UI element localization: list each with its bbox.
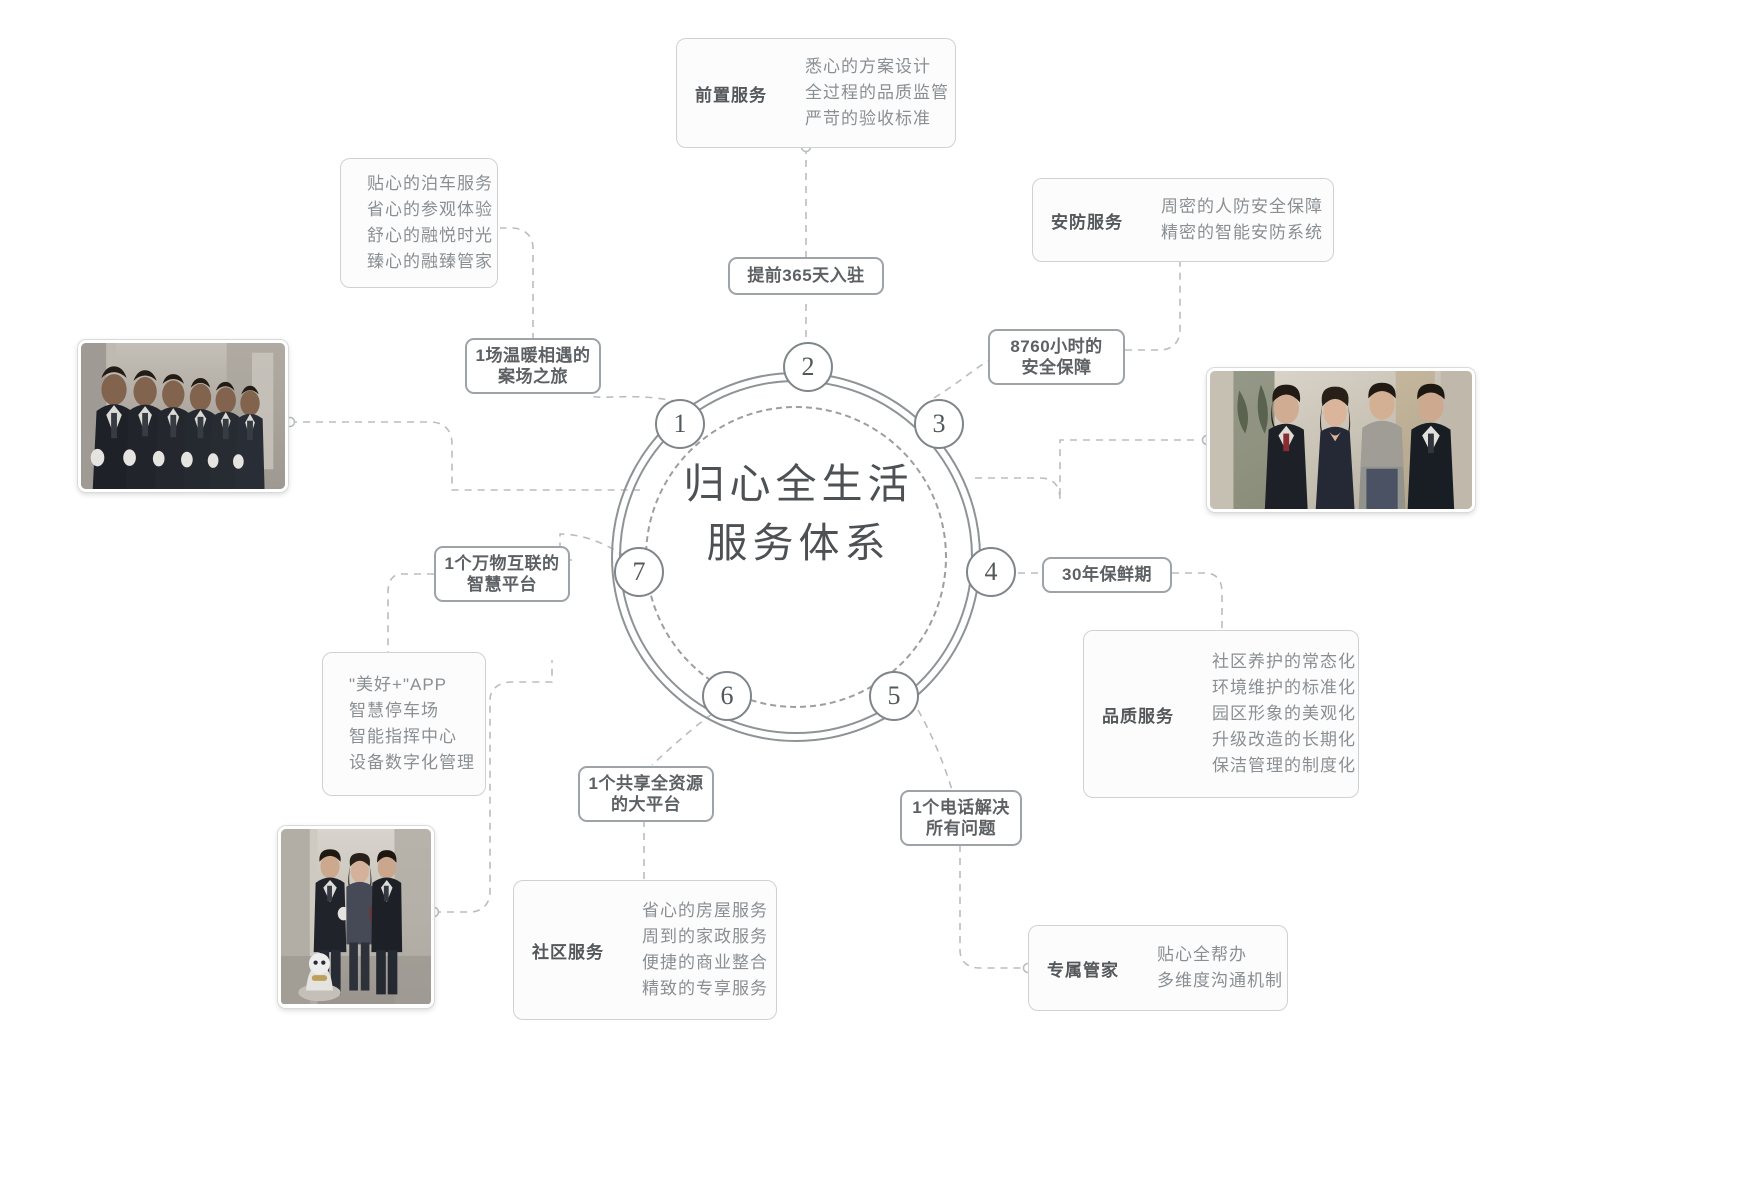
node-3[interactable]: 3 [914,399,964,449]
pill-advance-365-line1: 提前365天入驻 [747,266,865,286]
card-quality-service-line-4: 升级改造的长期化 [1212,729,1356,749]
node-1[interactable]: 1 [655,399,705,449]
card-exclusive-butler-line-2: 多维度沟通机制 [1157,971,1283,990]
photo-lobby-image [281,829,431,1004]
card-community-service-caption: 社区服务 [532,942,604,962]
node-3-label: 3 [932,409,946,438]
pill-advance-365[interactable]: 提前365天入驻 [728,257,884,295]
pill-warm-meeting[interactable]: 1场温暖相遇的 案场之旅 [465,338,601,394]
node-5-label: 5 [887,681,901,710]
pill-warm-meeting-line1: 1场温暖相遇的 [475,345,591,365]
card-welcome-experience-line-3: 舒心的融悦时光 [367,226,493,245]
pill-shared-resource-line1: 1个共享全资源 [588,773,704,793]
card-welcome-experience-lines: 贴心的泊车服务 省心的参观体验 舒心的融悦时光 臻心的融臻管家 [345,175,493,270]
card-quality-service[interactable]: 品质服务 社区养护的常态化 环境维护的标准化 园区形象的美观化 升级改造的长期化… [1083,630,1359,798]
card-quality-service-line-5: 保洁管理的制度化 [1212,755,1356,775]
photo-butlers-line[interactable] [78,340,288,492]
node-6-label: 6 [720,681,734,710]
pill-8760-hours-line1: 8760小时的 [1010,336,1103,356]
pill-8760-hours[interactable]: 8760小时的 安全保障 [988,329,1125,385]
node-7[interactable]: 7 [614,547,664,597]
card-community-service-line-2: 周到的家政服务 [642,927,768,947]
card-quality-service-line-1: 社区养护的常态化 [1212,652,1356,672]
card-smart-platform-line-2: 智慧停车场 [349,701,439,721]
card-smart-platform-line-3: 智能指挥中心 [349,727,457,746]
node-2[interactable]: 2 [783,342,833,392]
card-smart-platform-line-1: "美好+"APP [349,675,448,695]
card-security-service-lines: 周密的人防安全保障 精密的智能安防系统 [1141,198,1323,242]
card-quality-service-line-3: 园区形象的美观化 [1212,704,1356,724]
card-pre-service-caption: 前置服务 [695,85,767,105]
pill-30-year[interactable]: 30年保鲜期 [1042,557,1172,593]
photo-butlers-line-image [81,343,285,489]
pill-shared-resource-line2: 的大平台 [611,795,681,814]
node-2-label: 2 [801,352,815,381]
photo-family[interactable] [1207,368,1475,512]
card-community-service-line-3: 便捷的商业整合 [642,953,768,972]
card-community-service-line-1: 省心的房屋服务 [642,901,768,921]
card-exclusive-butler-line-1: 贴心全帮办 [1157,945,1247,965]
pill-one-call[interactable]: 1个电话解决 所有问题 [900,790,1022,846]
card-pre-service-line-1: 悉心的方案设计 [805,57,931,77]
card-security-service[interactable]: 安防服务 周密的人防安全保障 精密的智能安防系统 [1032,178,1334,262]
page-title: 归心全生活 服务体系 [611,455,981,574]
card-community-service[interactable]: 社区服务 省心的房屋服务 周到的家政服务 便捷的商业整合 精致的专享服务 [513,880,777,1020]
pill-one-call-line1: 1个电话解决 [912,797,1010,817]
card-smart-platform[interactable]: "美好+"APP 智慧停车场 智能指挥中心 设备数字化管理 [322,652,486,796]
pill-iot-platform-line2: 智慧平台 [467,575,537,594]
pill-warm-meeting-line2: 案场之旅 [498,367,568,386]
card-security-service-line-2: 精密的智能安防系统 [1161,223,1323,242]
node-4-label: 4 [984,557,998,586]
card-community-service-lines: 省心的房屋服务 周到的家政服务 便捷的商业整合 精致的专享服务 [622,902,768,997]
card-welcome-experience-line-1: 贴心的泊车服务 [367,174,493,194]
card-pre-service-lines: 悉心的方案设计 全过程的品质监管 严苛的验收标准 [785,58,949,128]
photo-family-image [1210,371,1472,509]
card-pre-service-line-3: 严苛的验收标准 [805,108,931,128]
pill-8760-hours-line2: 安全保障 [1021,358,1092,377]
node-7-label: 7 [632,557,646,586]
node-1-label: 1 [673,409,687,438]
center-title-line2: 服务体系 [706,520,891,567]
node-5[interactable]: 5 [869,671,919,721]
pill-shared-resource[interactable]: 1个共享全资源 的大平台 [578,766,714,822]
card-community-service-line-4: 精致的专享服务 [642,978,768,998]
card-exclusive-butler-lines: 贴心全帮办 多维度沟通机制 [1137,946,1283,990]
pill-iot-platform[interactable]: 1个万物互联的 智慧平台 [434,546,570,602]
card-welcome-experience-line-2: 省心的参观体验 [367,200,493,220]
card-smart-platform-line-4: 设备数字化管理 [349,752,475,772]
card-security-service-caption: 安防服务 [1051,212,1123,232]
node-4[interactable]: 4 [966,547,1016,597]
center-title-line1: 归心全生活 [683,461,914,507]
node-6[interactable]: 6 [702,671,752,721]
card-smart-platform-lines: "美好+"APP 智慧停车场 智能指挥中心 设备数字化管理 [333,676,475,771]
card-pre-service-line-2: 全过程的品质监管 [805,83,949,103]
card-quality-service-caption: 品质服务 [1102,706,1174,726]
pill-30-year-line1: 30年保鲜期 [1062,565,1152,585]
card-pre-service[interactable]: 前置服务 悉心的方案设计 全过程的品质监管 严苛的验收标准 [676,38,956,148]
photo-lobby[interactable] [278,826,434,1008]
pill-iot-platform-line1: 1个万物互联的 [444,553,560,573]
card-welcome-experience-line-4: 臻心的融臻管家 [367,251,493,271]
pill-one-call-line2: 所有问题 [926,819,996,838]
card-exclusive-butler-caption: 专属管家 [1047,960,1119,980]
card-welcome-experience[interactable]: 贴心的泊车服务 省心的参观体验 舒心的融悦时光 臻心的融臻管家 [340,158,498,288]
card-security-service-line-1: 周密的人防安全保障 [1161,197,1323,217]
card-exclusive-butler[interactable]: 专属管家 贴心全帮办 多维度沟通机制 [1028,925,1288,1011]
card-quality-service-line-2: 环境维护的标准化 [1212,678,1356,698]
card-quality-service-lines: 社区养护的常态化 环境维护的标准化 园区形象的美观化 升级改造的长期化 保洁管理… [1192,653,1356,774]
